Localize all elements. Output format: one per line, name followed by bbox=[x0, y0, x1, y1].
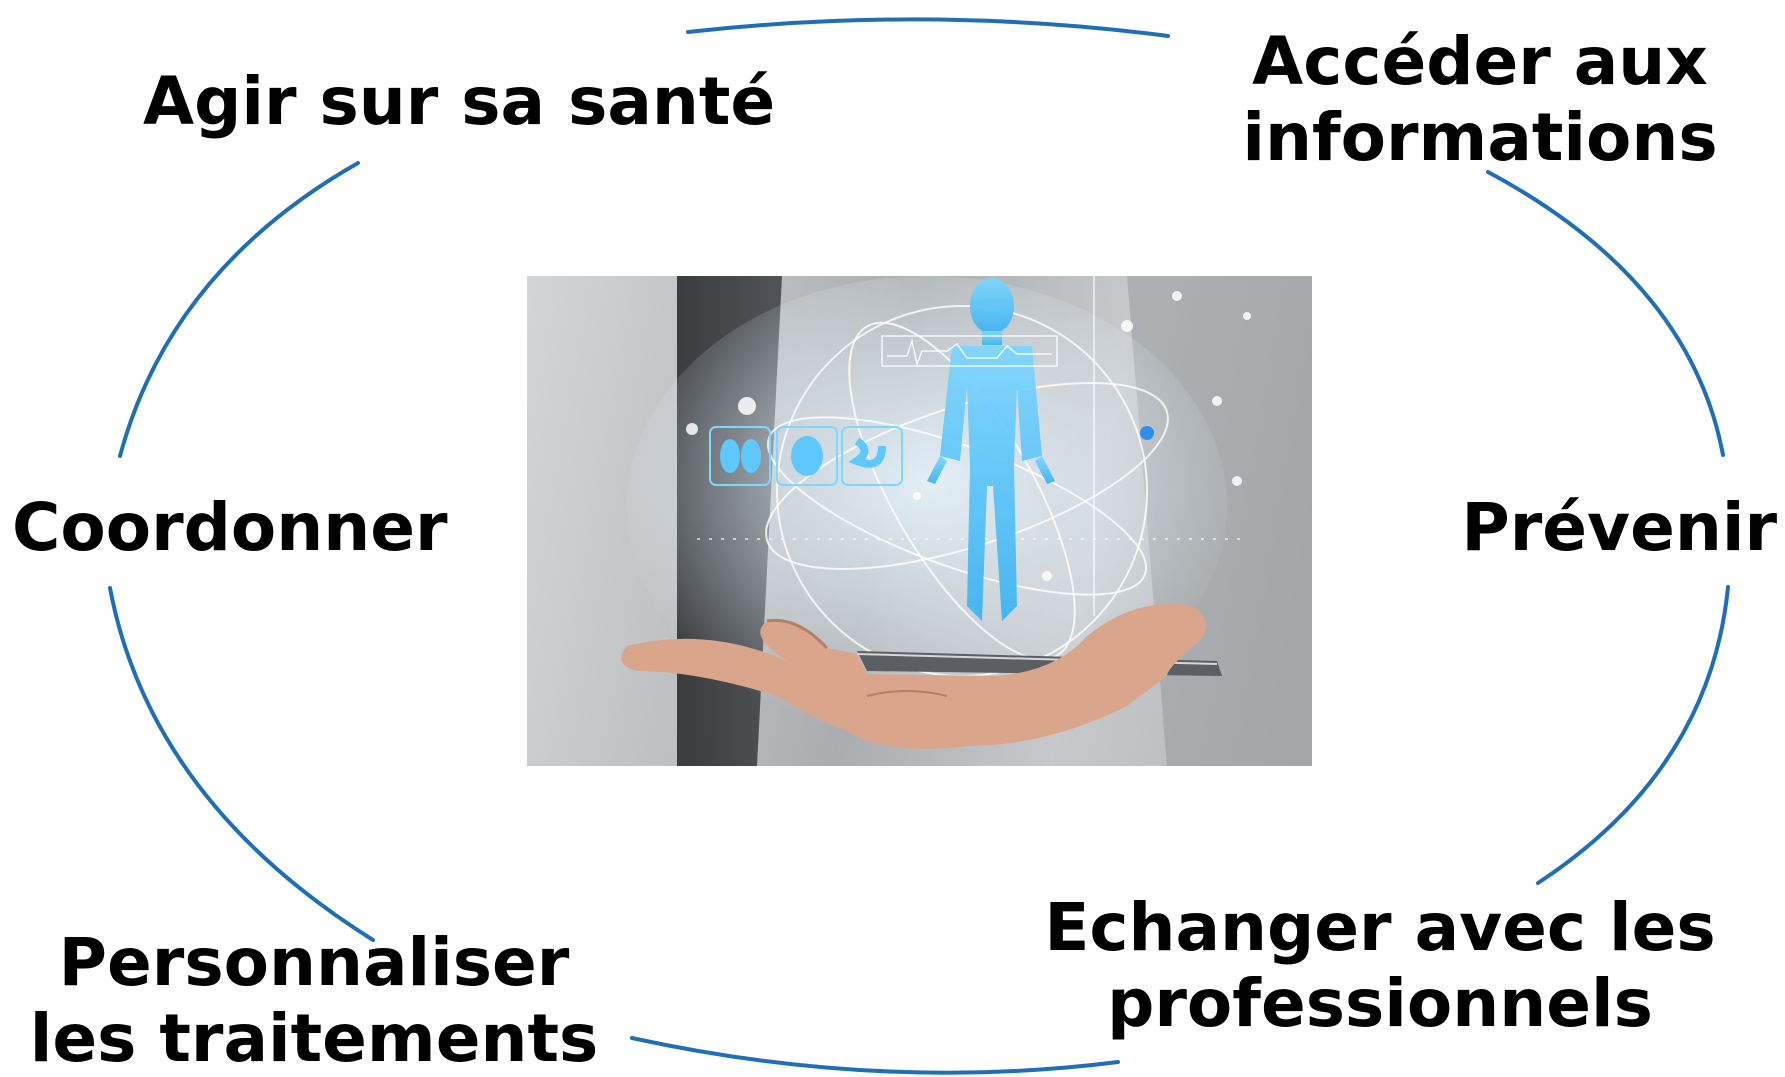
item-prevenir-line-1: Prévenir bbox=[1461, 489, 1777, 566]
item-echanger-avec-les-professionnels: Echanger avec les professionnels bbox=[1020, 890, 1740, 1042]
item-perso-line-1: Personnaliser bbox=[58, 924, 570, 1001]
arc-top-left bbox=[118, 161, 360, 458]
item-prevenir: Prévenir bbox=[1461, 490, 1777, 566]
item-perso-line-2: les traitements bbox=[29, 1000, 599, 1077]
item-coordonner-line-1: Coordonner bbox=[12, 489, 448, 566]
item-personnaliser-les-traitements: Personnaliser les traitements bbox=[14, 925, 614, 1077]
arc-top-right bbox=[1486, 170, 1725, 457]
item-agir-line-1: Agir sur sa santé bbox=[143, 63, 776, 140]
health-hologram-photo bbox=[527, 276, 1312, 766]
item-acceder-line-2: informations bbox=[1242, 99, 1718, 176]
item-echanger-line-2: professionnels bbox=[1107, 965, 1653, 1042]
item-echanger-line-1: Echanger avec les bbox=[1044, 889, 1716, 966]
arc-top bbox=[686, 17, 1170, 38]
arc-bottom-right bbox=[1536, 585, 1730, 885]
arc-bottom-left bbox=[108, 586, 375, 942]
arc-bottom bbox=[630, 1036, 1120, 1075]
item-acceder-line-1: Accéder aux bbox=[1252, 23, 1708, 100]
item-acceder-aux-informations: Accéder aux informations bbox=[1200, 24, 1760, 176]
item-agir-sur-sa-sante: Agir sur sa santé bbox=[143, 64, 775, 140]
item-coordonner: Coordonner bbox=[12, 490, 448, 566]
